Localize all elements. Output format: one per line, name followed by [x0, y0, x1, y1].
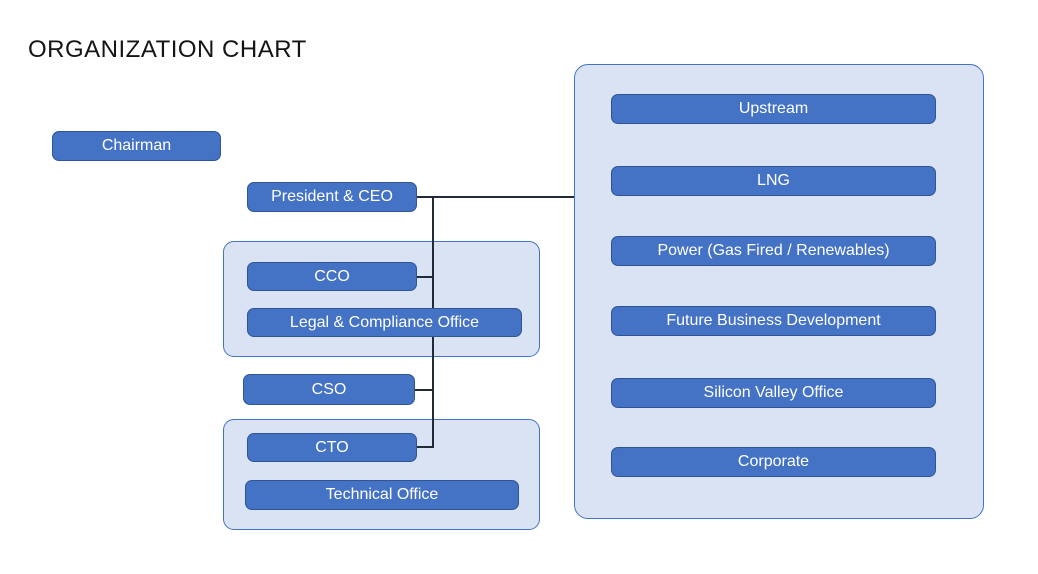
connector-stub-cto [416, 446, 433, 448]
node-corporate: Corporate [611, 447, 936, 477]
node-president-ceo: President & CEO [247, 182, 417, 212]
connector-president-to-panel [416, 196, 574, 198]
business-units-panel [574, 64, 984, 519]
node-cto: CTO [247, 433, 417, 462]
node-silicon-valley-office: Silicon Valley Office [611, 378, 936, 408]
connector-stub-cso [414, 389, 433, 391]
node-future-business-development: Future Business Development [611, 306, 936, 336]
page-title: ORGANIZATION CHART [28, 36, 307, 63]
node-cso: CSO [243, 374, 415, 405]
connector-stub-cco [416, 276, 433, 278]
node-upstream: Upstream [611, 94, 936, 124]
node-legal-compliance: Legal & Compliance Office [247, 308, 522, 337]
node-technical-office: Technical Office [245, 480, 519, 510]
node-power-gas-renewables: Power (Gas Fired / Renewables) [611, 236, 936, 266]
node-cco: CCO [247, 262, 417, 291]
group-cco-legal [223, 241, 540, 357]
node-chairman: Chairman [52, 131, 221, 161]
node-lng: LNG [611, 166, 936, 196]
